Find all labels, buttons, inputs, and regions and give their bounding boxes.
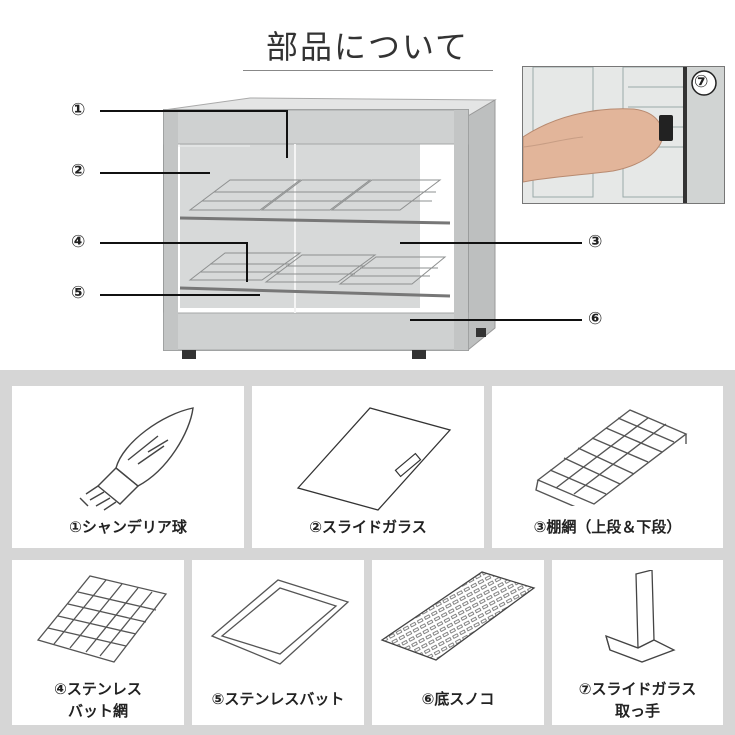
chandelier-bulb-icon [79, 407, 194, 511]
leader-line-6 [410, 319, 582, 321]
title-divider [243, 70, 493, 71]
part-card-mesh: ④ステンレス バット網 [12, 560, 184, 725]
steel-mesh-icon [36, 575, 168, 663]
leader-line-4 [100, 242, 248, 244]
slide-glass-icon [296, 407, 452, 511]
callout-6: ⑥ [588, 309, 603, 329]
steel-tray-icon [210, 579, 350, 665]
bottom-duckboard-icon [380, 571, 536, 661]
page-title: 部品について [265, 28, 470, 66]
part-caption-7b: 取っ手 [614, 702, 660, 720]
shelf-rack-icon [535, 409, 688, 506]
part-caption-4b: バット網 [67, 702, 128, 720]
leader-line-1-drop [286, 110, 288, 158]
leader-line-1 [100, 110, 288, 112]
display-case-illustration [163, 97, 497, 359]
glass-handle-icon [605, 570, 676, 663]
callout-7: ⑦ [694, 72, 709, 92]
callout-4: ④ [71, 232, 86, 252]
part-caption-5: ⑤ステンレスバット [211, 690, 345, 708]
part-card-glass: ②スライドガラス [252, 386, 484, 548]
leader-line-4-drop [246, 242, 248, 282]
part-caption-7a: ⑦スライドガラス [578, 680, 697, 698]
part-caption-3: ③棚網（上段＆下段） [533, 518, 682, 536]
part-caption-6: ⑥底スノコ [421, 690, 495, 708]
leader-line-2 [100, 172, 210, 174]
callout-2: ② [71, 161, 86, 181]
callout-5: ⑤ [71, 283, 86, 303]
part-card-tray: ⑤ステンレスバット [192, 560, 364, 725]
leader-line-3 [400, 242, 582, 244]
part-card-bulb: ①シャンデリア球 [12, 386, 244, 548]
handle-closeup-photo: ⑦ [522, 66, 725, 204]
part-card-rack: ③棚網（上段＆下段） [492, 386, 723, 548]
part-caption-4a: ④ステンレス [54, 680, 142, 698]
part-caption-2: ②スライドガラス [309, 518, 427, 536]
part-card-duckboard: ⑥底スノコ [372, 560, 544, 725]
callout-3: ③ [588, 232, 603, 252]
parts-panel: ①シャンデリア球 ②スライドガラス ③棚網（上段＆下段） ④ステンレス [0, 370, 735, 735]
leader-line-5 [100, 294, 260, 296]
part-card-handle: ⑦スライドガラス 取っ手 [552, 560, 723, 725]
part-caption-1: ①シャンデリア球 [69, 518, 187, 536]
callout-1: ① [71, 100, 86, 120]
